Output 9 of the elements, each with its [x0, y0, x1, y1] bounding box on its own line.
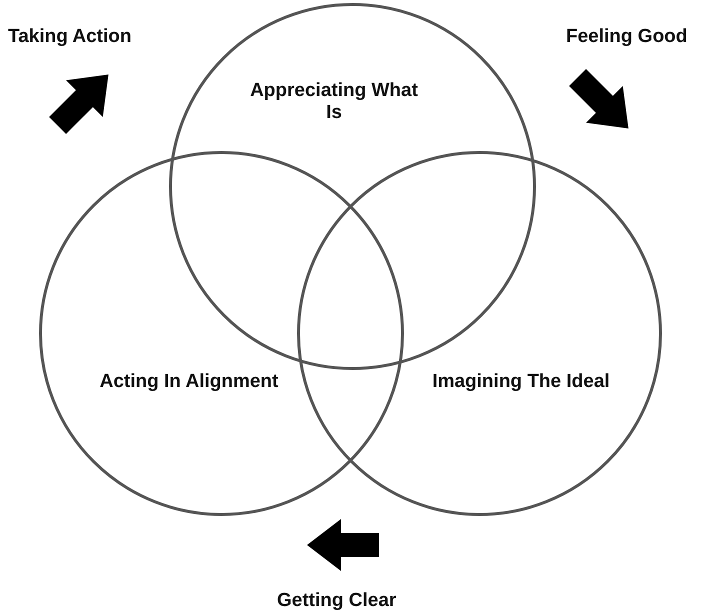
circle-label: Appreciating What Is [249, 80, 419, 124]
venn-circle [296, 150, 662, 516]
circle-label: Imagining The Ideal [431, 371, 611, 393]
cycle-label: Feeling Good [566, 26, 688, 48]
cycle-label: Taking Action [8, 26, 132, 48]
circle-label: Acting In Alignment [99, 371, 279, 393]
venn-circle [38, 150, 404, 516]
venn-circle [168, 2, 536, 370]
cycle-label: Getting Clear [277, 590, 396, 612]
